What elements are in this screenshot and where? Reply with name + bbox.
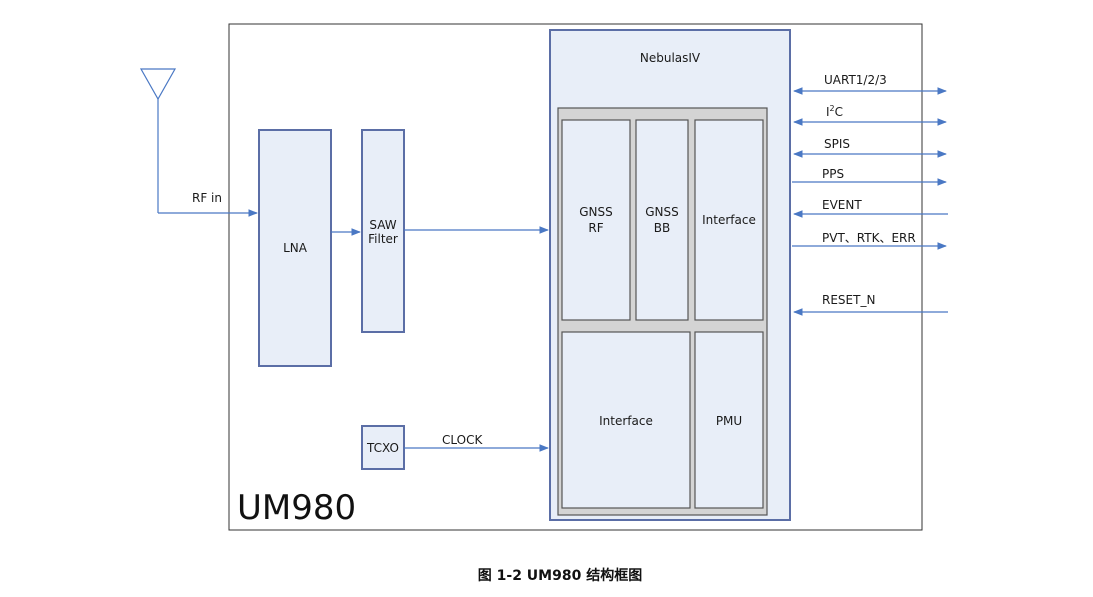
lna-block [258, 129, 332, 367]
lna-label: LNA [283, 241, 308, 255]
chip-name-label: NebulasIV [640, 51, 701, 65]
pmu-label: PMU [716, 414, 742, 428]
saw-label-line2: Filter [368, 232, 398, 246]
saw-filter-block [361, 129, 405, 333]
i2c-label: I2C [826, 104, 843, 119]
pmu-block [694, 331, 764, 509]
rf-in-label: RF in [192, 191, 222, 205]
gnss-rf-label-line2: RF [588, 221, 603, 235]
i2c-label-superscript: 2 [830, 104, 835, 113]
pvt-label: PVT、RTK、ERR [822, 231, 916, 245]
gnss-rf-label-line1: GNSS [579, 205, 613, 219]
spis-label: SPIS [824, 137, 850, 151]
i2c-label-tail: C [835, 105, 843, 119]
gnss-bb-label-line2: BB [654, 221, 670, 235]
i2c-label-base: I [826, 105, 830, 119]
tcxo-label: TCXO [366, 441, 399, 455]
saw-label-line1: SAW [369, 218, 396, 232]
gnss-bb-block [635, 119, 689, 321]
interface-upper-label: Interface [702, 213, 756, 227]
reset-label: RESET_N [822, 293, 875, 307]
event-label: EVENT [822, 198, 862, 212]
antenna-icon [139, 68, 177, 213]
interface-lower-block [561, 331, 691, 509]
uart-label: UART1/2/3 [824, 73, 887, 87]
pps-label: PPS [822, 167, 844, 181]
gnss-rf-block [561, 119, 631, 321]
gnss-bb-label-line1: GNSS [645, 205, 679, 219]
interface-upper-block [694, 119, 764, 321]
tcxo-block [361, 425, 405, 470]
module-name-label: UM980 [237, 488, 356, 528]
interface-lower-label: Interface [599, 414, 653, 428]
figure-caption: 图 1-2 UM980 结构框图 [478, 567, 642, 584]
clock-label: CLOCK [442, 433, 483, 447]
